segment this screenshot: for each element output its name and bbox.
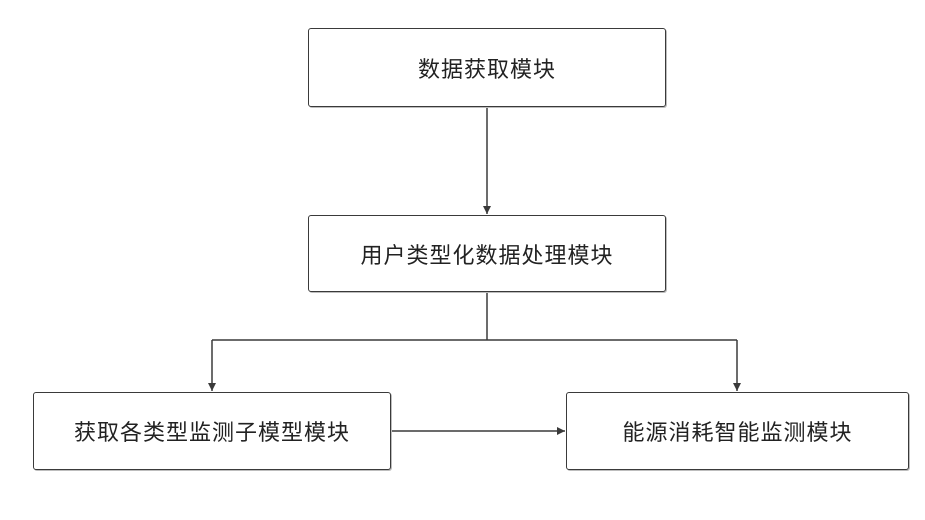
energy-monitoring-module: 能源消耗智能监测模块 [566,392,909,470]
submodel-acquisition-module: 获取各类型监测子模型模块 [33,392,391,470]
submodel-acquisition-label: 获取各类型监测子模型模块 [74,415,350,447]
energy-monitoring-label: 能源消耗智能监测模块 [622,415,852,447]
data-acquisition-label: 数据获取模块 [418,52,556,84]
user-type-processing-label: 用户类型化数据处理模块 [360,238,613,270]
data-acquisition-module: 数据获取模块 [308,28,666,107]
user-type-processing-module: 用户类型化数据处理模块 [308,215,666,292]
